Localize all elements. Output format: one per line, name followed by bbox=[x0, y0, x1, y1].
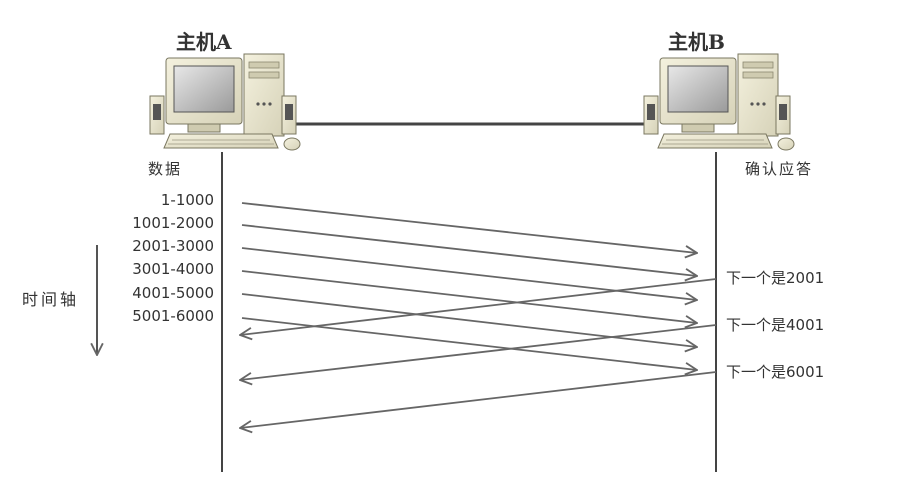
data-arrow-3 bbox=[241, 247, 697, 300]
data-arrow-4 bbox=[241, 270, 697, 323]
ack-label: 下一个是6001 bbox=[726, 363, 825, 381]
ack-label: 下一个是4001 bbox=[726, 316, 825, 334]
ack-arrow-3 bbox=[240, 371, 717, 428]
data-arrow-5 bbox=[241, 293, 697, 347]
ack-arrow-2 bbox=[240, 324, 717, 380]
host-b-computer-icon bbox=[643, 53, 795, 151]
segment-label: 3001-4000 bbox=[132, 260, 214, 278]
ack-arrow-1 bbox=[240, 278, 717, 335]
host-a-data-label: 数据 bbox=[148, 160, 183, 178]
host-b-ack-label: 确认应答 bbox=[745, 160, 814, 178]
data-arrow-2 bbox=[241, 224, 697, 276]
segment-label: 1001-2000 bbox=[132, 214, 214, 232]
segment-label: 1-1000 bbox=[160, 191, 214, 209]
host-a-title: 主机A bbox=[176, 30, 232, 54]
ack-label: 下一个是2001 bbox=[726, 269, 825, 287]
data-arrow-6 bbox=[241, 317, 697, 370]
ack-arrows bbox=[240, 278, 717, 428]
data-arrows bbox=[241, 202, 697, 370]
data-arrow-1 bbox=[241, 202, 697, 253]
host-b-title: 主机B bbox=[668, 30, 725, 54]
time-axis-label: 时间轴 bbox=[22, 290, 80, 309]
segment-label: 2001-3000 bbox=[132, 237, 214, 255]
host-a-computer-icon bbox=[149, 53, 301, 151]
segment-label: 4001-5000 bbox=[132, 284, 214, 302]
segment-label: 5001-6000 bbox=[132, 307, 214, 325]
